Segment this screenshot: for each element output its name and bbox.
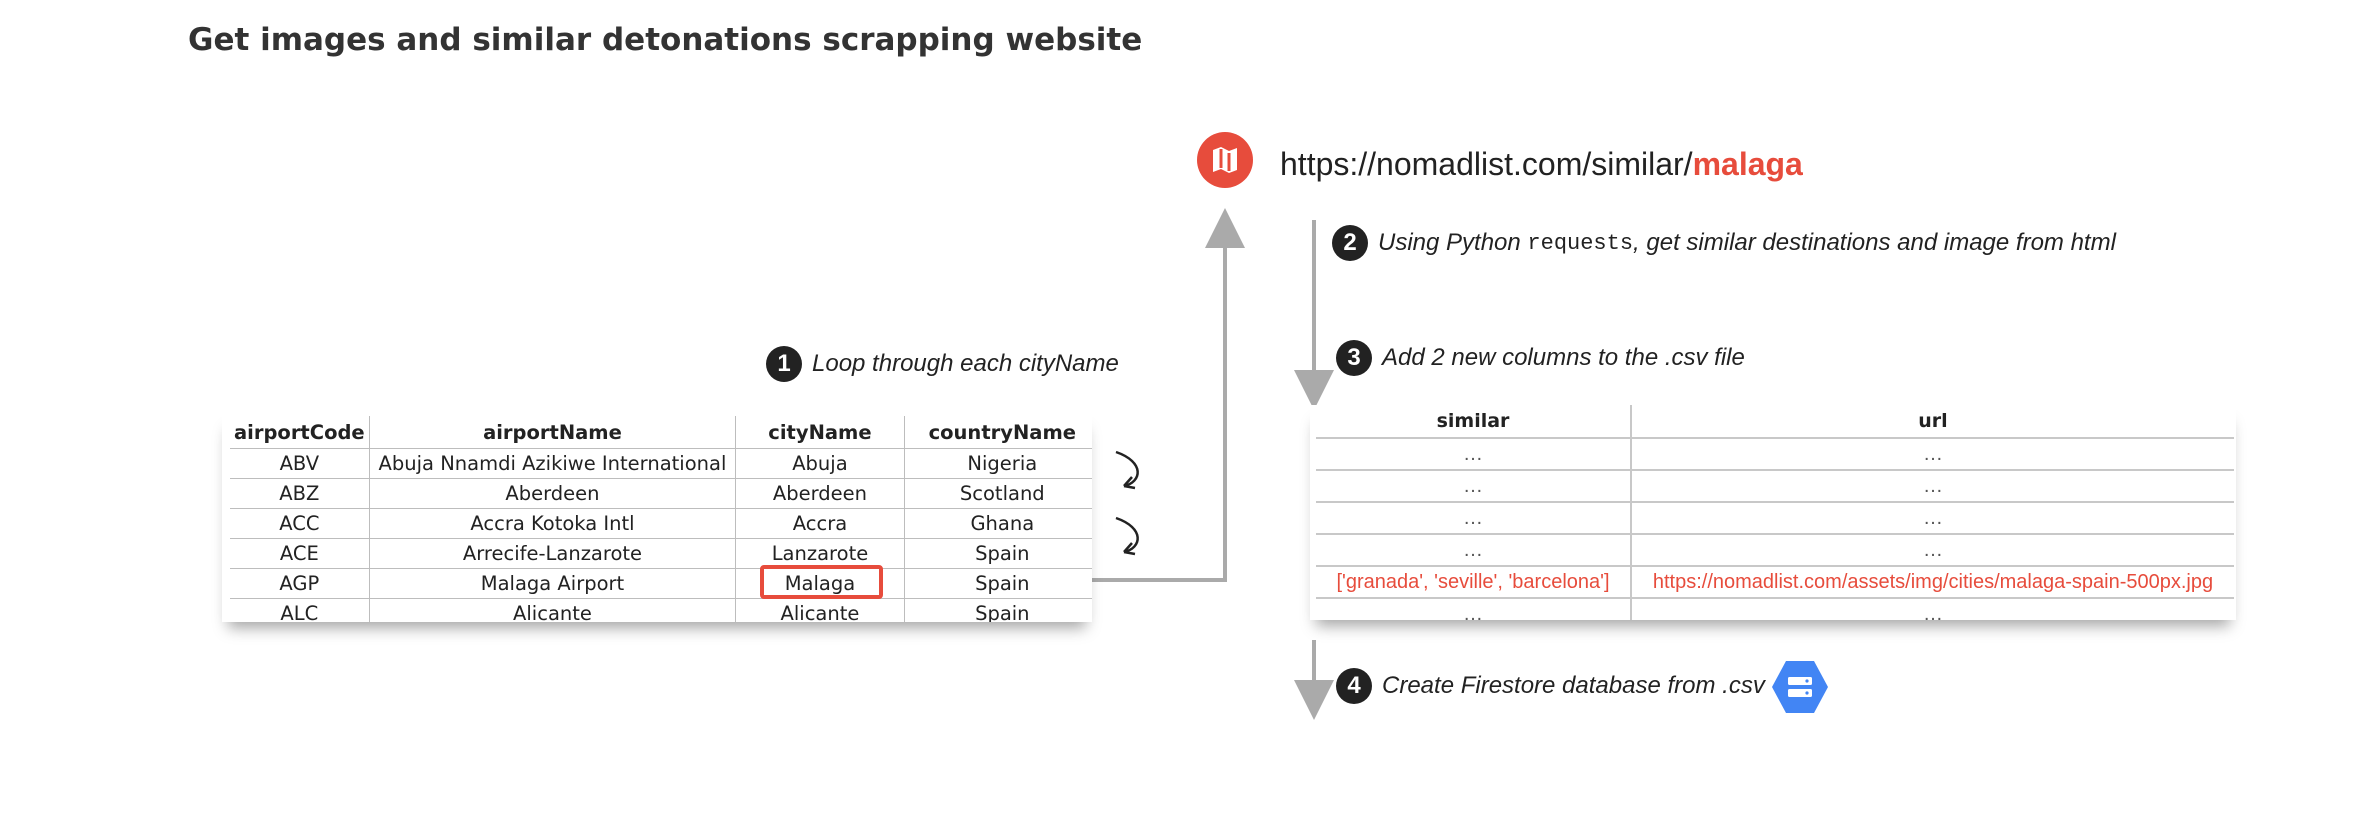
table-cell: Abuja	[735, 448, 905, 479]
column-header: similar	[1436, 410, 1510, 432]
column-header: airportCode	[234, 420, 365, 444]
curved-arrow-icon	[1115, 450, 1139, 488]
step-2: 2 Using Python requests, get similar des…	[1332, 225, 2116, 261]
step-text: Create Firestore database from .csv	[1382, 672, 1765, 699]
column-header: cityName	[735, 416, 905, 449]
table-cell: AGP	[230, 568, 370, 599]
table-cell: …	[1630, 469, 2234, 502]
step-text: Add 2 new columns to the .csv file	[1382, 344, 1745, 371]
table-cell: Aberdeen	[735, 478, 905, 509]
similar-url-table: similar url … … … … … … … … ['granada',	[1310, 405, 2236, 620]
curved-arrow-icon	[1115, 516, 1139, 554]
table-cell: Alicante	[735, 598, 905, 622]
table-cell: …	[1316, 597, 1631, 620]
table-row-highlighted: ['granada', 'seville', 'barcelona'] http…	[1316, 565, 2234, 598]
step-number: 3	[1336, 340, 1372, 376]
table-row: ALC Alicante Alicante Spain	[230, 598, 1092, 622]
table-cell: Aberdeen	[368, 478, 736, 509]
table-row: ABZ Aberdeen Aberdeen Scotland	[230, 478, 1092, 509]
step-4: 4 Create Firestore database from .csv	[1336, 668, 1765, 704]
table-cell: …	[1316, 501, 1631, 534]
table-cell: ACC	[230, 508, 370, 539]
table-cell: Ghana	[903, 508, 1092, 539]
table-cell: ABV	[230, 448, 370, 479]
nomadlist-url[interactable]: https://nomadlist.com/similar/malaga	[1280, 146, 1803, 183]
table-cell: …	[1316, 437, 1631, 470]
table-cell: Spain	[903, 568, 1092, 599]
step-number: 2	[1332, 225, 1368, 261]
table-cell: …	[1630, 597, 2234, 620]
column-header: countryName	[903, 416, 1092, 449]
similar-cities-cell: ['granada', 'seville', 'barcelona']	[1316, 565, 1631, 598]
table-cell: Nigeria	[903, 448, 1092, 479]
step-number: 4	[1336, 668, 1372, 704]
city-highlight-box	[760, 565, 883, 599]
table-cell: Accra	[735, 508, 905, 539]
table-cell: Arrecife-Lanzarote	[368, 538, 736, 569]
table-row: … …	[1316, 597, 2234, 620]
table-cell: Lanzarote	[735, 538, 905, 569]
url-prefix: https://nomadlist.com/similar/	[1280, 146, 1693, 182]
table-cell: …	[1316, 533, 1631, 566]
table-cell: Accra Kotoka Intl	[368, 508, 736, 539]
step-code: requests	[1527, 230, 1634, 256]
table-cell: …	[1630, 533, 2234, 566]
table-row: … …	[1316, 533, 2234, 566]
column-header: airportName	[368, 416, 736, 449]
table-row: ACC Accra Kotoka Intl Accra Ghana	[230, 508, 1092, 539]
table-cell: …	[1630, 437, 2234, 470]
table-cell: Malaga Airport	[368, 568, 736, 599]
table-cell: Spain	[903, 538, 1092, 569]
step-text: Using Python	[1378, 229, 1521, 256]
table-cell: ABZ	[230, 478, 370, 509]
table-cell: …	[1316, 469, 1631, 502]
url-city: malaga	[1692, 146, 1803, 182]
table-cell: Scotland	[903, 478, 1092, 509]
table-row: ACE Arrecife-Lanzarote Lanzarote Spain	[230, 538, 1092, 569]
table-row-selected: AGP Malaga Airport Malaga Spain	[230, 568, 1092, 599]
table-header-row: similar url	[1316, 405, 2234, 438]
table-row: … …	[1316, 437, 2234, 470]
airports-table: airportCode airportName cityName country…	[222, 412, 1092, 622]
step-number: 1	[766, 346, 802, 382]
page-title: Get images and similar detonations scrap…	[188, 22, 1143, 58]
table-cell: ACE	[230, 538, 370, 569]
table-row: … …	[1316, 501, 2234, 534]
table-cell: ALC	[230, 598, 370, 622]
nomadlist-map-icon	[1197, 132, 1253, 188]
table-cell: …	[1630, 501, 2234, 534]
table-row: … …	[1316, 469, 2234, 502]
table-cell: Spain	[903, 598, 1092, 622]
firestore-database-icon	[1772, 660, 1828, 719]
table-row: ABV Abuja Nnamdi Azikiwe International A…	[230, 448, 1092, 479]
step-3: 3 Add 2 new columns to the .csv file	[1336, 340, 1745, 376]
column-header: url	[1630, 405, 2234, 438]
table-cell: Abuja Nnamdi Azikiwe International	[368, 448, 736, 479]
table-cell: Alicante	[368, 598, 736, 622]
step-1: 1 Loop through each cityName	[766, 346, 1119, 382]
step-text: Loop through each cityName	[812, 350, 1119, 377]
image-url-cell[interactable]: https://nomadlist.com/assets/img/cities/…	[1630, 565, 2234, 598]
step-text-after: , get similar destinations and image fro…	[1633, 229, 2116, 256]
table-header-row: airportCode airportName cityName country…	[230, 416, 1092, 449]
